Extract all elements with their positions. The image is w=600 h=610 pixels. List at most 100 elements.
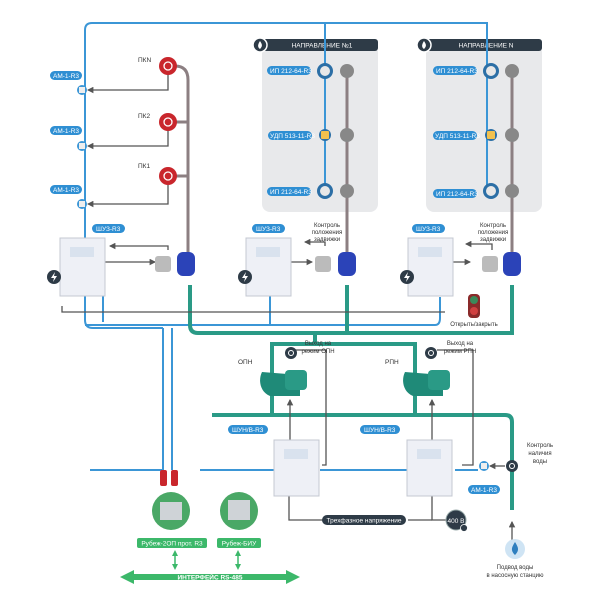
pump-reserve[interactable]: РПН Выход на режим РПН — [385, 341, 476, 396]
water-drop-icon — [511, 542, 519, 555]
detector[interactable]: ИП 212-64-R3 — [267, 63, 354, 79]
sprinkler-icon — [505, 128, 519, 142]
detector[interactable]: ИП 212-64-R3 — [267, 183, 354, 199]
smoke-detector-icon — [320, 186, 330, 196]
actuator-icon — [155, 256, 171, 272]
water-level-control[interactable]: Контроль наличия воды АМ-1-R3 — [468, 443, 553, 494]
svg-text:Выход на: Выход на — [447, 341, 474, 347]
svg-text:ОПН: ОПН — [238, 359, 253, 366]
hose-valve[interactable]: ПК2 — [138, 113, 177, 131]
gate-valve-icon — [503, 252, 521, 276]
svg-text:задвижки: задвижки — [314, 237, 340, 243]
svg-text:ПК2: ПК2 — [138, 113, 150, 120]
pump-cabinet[interactable]: ШУН/В-R3 — [228, 425, 320, 497]
svg-text:ШУЗ-R3: ШУЗ-R3 — [256, 226, 281, 233]
svg-text:Рубеж-2ОП прот. R3: Рубеж-2ОП прот. R3 — [141, 540, 203, 548]
detector[interactable]: УДП 513-11-R3 — [268, 128, 354, 142]
water-sensor-icon — [506, 460, 518, 472]
svg-text:наличия: наличия — [528, 451, 551, 457]
actuator-icon — [315, 256, 331, 272]
svg-text:АМ-1-R3: АМ-1-R3 — [53, 187, 79, 194]
water-pipes — [188, 285, 515, 510]
controller-2op[interactable]: Рубеж-2ОП прот. R3 — [137, 492, 207, 548]
hose-reel-icon — [159, 113, 177, 131]
svg-text:Рубеж-БИУ: Рубеж-БИУ — [222, 540, 257, 548]
svg-text:ПК1: ПК1 — [138, 163, 150, 170]
smoke-detector-icon — [320, 66, 330, 76]
svg-text:АМ-1-R3: АМ-1-R3 — [53, 73, 79, 80]
valve-cabinet[interactable]: ШУЗ-R3 Контроль положения задвижки — [238, 223, 356, 297]
detector[interactable]: УДП 513-11-R3 — [433, 128, 519, 142]
sprinkler-icon — [505, 184, 519, 198]
addressable-loop — [84, 22, 488, 471]
detector[interactable]: ИП 212-64-R3 — [433, 63, 519, 79]
pump-cabinet[interactable]: ШУН/В-R3 — [360, 425, 453, 497]
sprinkler-icon — [340, 184, 354, 198]
svg-text:УДП 513-11-R3: УДП 513-11-R3 — [270, 133, 315, 140]
controller-biu[interactable]: Рубеж-БИУ — [217, 492, 261, 548]
svg-text:ИНТЕРФЕЙС RS-485: ИНТЕРФЕЙС RS-485 — [177, 573, 242, 582]
actuator-icon — [482, 256, 498, 272]
svg-text:ШУН/В-R3: ШУН/В-R3 — [232, 427, 264, 434]
address-module[interactable]: АМ-1-R3 — [50, 71, 87, 95]
svg-text:Трехфазное напряжение: Трехфазное напряжение — [327, 518, 402, 525]
svg-text:Контроль: Контроль — [527, 443, 553, 449]
manual-call-point-icon — [321, 131, 329, 139]
smoke-detector-icon — [486, 186, 496, 196]
svg-text:РПН: РПН — [385, 359, 399, 366]
gate-valve-icon — [338, 252, 356, 276]
direction-panel-n: НАПРАВЛЕНИЕ N — [416, 37, 542, 212]
svg-text:положения: положения — [478, 230, 509, 236]
svg-text:ИП 212-64-R3: ИП 212-64-R3 — [270, 189, 312, 196]
valve-cabinet[interactable]: ШУЗ-R3 — [47, 224, 195, 297]
svg-text:ШУЗ-R3: ШУЗ-R3 — [96, 226, 121, 233]
address-module-list: АМ-1-R3 АМ-1-R3 АМ-1-R3 — [50, 71, 87, 209]
control-wires — [61, 74, 516, 540]
svg-text:задвижки: задвижки — [480, 237, 506, 243]
svg-text:режим ОПН: режим ОПН — [301, 349, 334, 355]
voltage-badge: 400 В — [448, 518, 465, 525]
svg-text:в насосную станцию: в насосную станцию — [486, 573, 544, 579]
direction-title: НАПРАВЛЕНИЕ №1 — [292, 43, 353, 50]
svg-text:ИП 212-64-R3: ИП 212-64-R3 — [436, 191, 478, 198]
hose-reel-icon — [159, 167, 177, 185]
gate-valve-icon — [177, 252, 195, 276]
hose-valve[interactable]: ПК1 — [138, 163, 177, 185]
svg-text:режим РПН: режим РПН — [444, 349, 476, 355]
pump-main[interactable]: ОПН Выход на режим ОПН — [238, 341, 335, 396]
sprinkler-icon — [340, 128, 354, 142]
valve-cabinet[interactable]: ШУЗ-R3 Контроль положения задвижки — [400, 223, 521, 297]
svg-text:Выход на: Выход на — [305, 341, 332, 347]
svg-text:Открыть/закрыть: Открыть/закрыть — [450, 322, 497, 328]
svg-text:АМ-1-R3: АМ-1-R3 — [53, 128, 79, 135]
loop-terminals — [160, 470, 178, 486]
sprinkler-icon — [505, 64, 519, 78]
svg-text:ПКN: ПКN — [138, 57, 151, 64]
sprinkler-pipes — [174, 64, 514, 255]
sprinkler-icon — [340, 64, 354, 78]
three-phase-supply: Трехфазное напряжение 400 В — [322, 509, 468, 532]
direction-panel-1: НАПРАВЛЕНИЕ №1 — [252, 37, 378, 212]
address-module[interactable]: АМ-1-R3 — [50, 185, 87, 209]
svg-text:воды: воды — [533, 459, 547, 465]
rs485-interface: ИНТЕРФЕЙС RS-485 — [120, 570, 300, 584]
smoke-detector-icon — [486, 66, 496, 76]
svg-text:Подвод воды: Подвод воды — [497, 565, 534, 571]
pressure-gauge-icon — [285, 347, 297, 359]
svg-text:АМ-1-R3: АМ-1-R3 — [471, 487, 497, 494]
detector[interactable]: ИП 212-64-R3 — [433, 183, 519, 199]
svg-text:ИП 212-64-R3: ИП 212-64-R3 — [270, 68, 312, 75]
svg-text:ИП 212-64-R3: ИП 212-64-R3 — [436, 68, 478, 75]
svg-text:ШУН/В-R3: ШУН/В-R3 — [364, 427, 396, 434]
pressure-gauge-icon — [425, 347, 437, 359]
power-icon — [460, 524, 468, 532]
address-module[interactable]: АМ-1-R3 — [50, 126, 87, 151]
hose-valve[interactable]: ПКN — [138, 57, 177, 75]
svg-text:положения: положения — [312, 230, 343, 236]
hose-reel-icon — [159, 57, 177, 75]
svg-text:Контроль: Контроль — [480, 223, 506, 229]
open-close-button[interactable]: Открыть/закрыть — [450, 294, 498, 328]
water-inlet: Подвод воды в насосную станцию — [486, 539, 544, 579]
svg-text:УДП 513-11-R3: УДП 513-11-R3 — [435, 133, 480, 140]
